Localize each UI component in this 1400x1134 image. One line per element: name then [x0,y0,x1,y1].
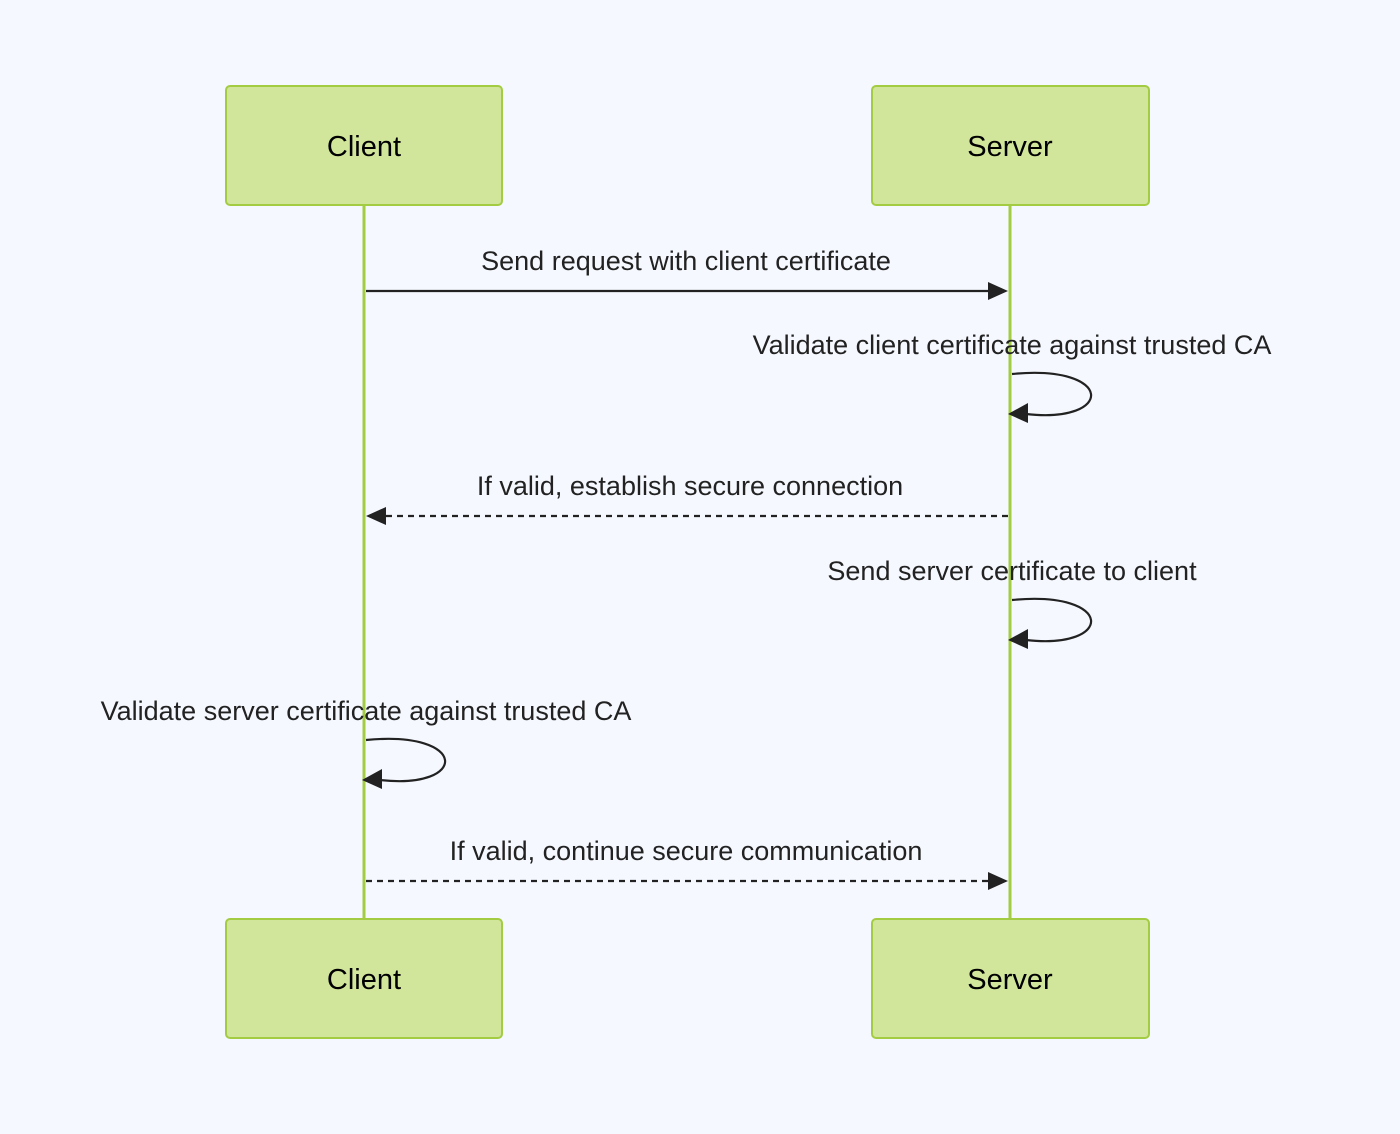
message-5: Validate server certificate against trus… [101,696,632,789]
message-4-label: Send server certificate to client [827,556,1197,586]
message-1: Send request with client certificate [366,246,1008,300]
server-actor-top-label: Server [967,131,1053,163]
message-5-loop [365,737,447,783]
message-2: Validate client certificate against trus… [753,330,1272,423]
client-actor-bottom-label: Client [327,964,401,996]
message-2-loop [1011,371,1093,417]
message-4-arrowhead [1008,629,1028,649]
client-actor-top-label: Client [327,131,401,163]
message-5-arrowhead [362,769,382,789]
message-2-arrowhead [1008,403,1028,423]
client-actor-top-box [225,85,503,206]
message-1-label: Send request with client certificate [481,246,891,276]
server-actor-top: Server [871,85,1150,206]
message-1-arrowhead [988,282,1008,300]
message-5-label: Validate server certificate against trus… [101,696,632,726]
server-actor-bottom-label: Server [967,964,1053,996]
message-4-loop [1011,597,1093,643]
message-4: Send server certificate to client [827,556,1197,649]
message-2-label: Validate client certificate against trus… [753,330,1272,360]
message-3: If valid, establish secure connection [366,471,1008,525]
message-6-label: If valid, continue secure communication [450,836,923,866]
client-actor-bottom-box [225,918,503,1039]
message-6-arrowhead [988,872,1008,890]
message-6: If valid, continue secure communication [366,836,1008,890]
client-actor-top: Client [225,85,503,206]
server-actor-top-box [871,85,1150,206]
server-actor-bottom: Server [871,918,1150,1039]
server-actor-bottom-box [871,918,1150,1039]
message-3-arrowhead [366,507,386,525]
message-3-label: If valid, establish secure connection [477,471,903,501]
client-actor-bottom: Client [225,918,503,1039]
